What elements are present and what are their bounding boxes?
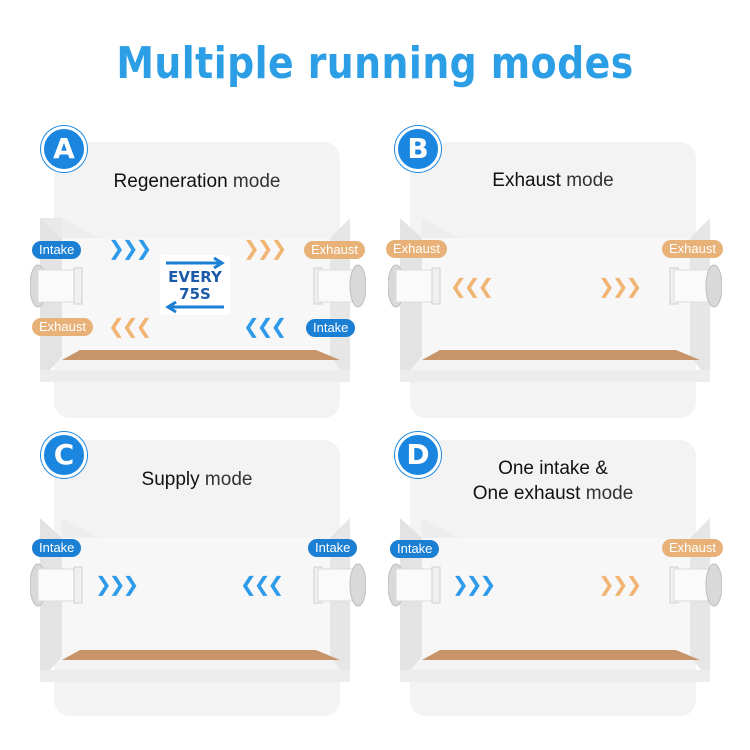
mode-title-c: Supply mode bbox=[54, 468, 340, 492]
mode-suffix: mode bbox=[227, 171, 281, 192]
badge-b: B bbox=[395, 126, 441, 172]
every-text: EVERY bbox=[168, 268, 223, 286]
badge-a: A bbox=[41, 126, 87, 172]
mode-suffix: mode bbox=[580, 483, 634, 504]
arrow-right-icon: ❯❯❯ bbox=[95, 572, 139, 596]
label-intake: Intake bbox=[308, 539, 358, 557]
arrow-left-icon: ❮❮❮ bbox=[450, 274, 494, 298]
label-intake: Intake bbox=[390, 540, 440, 558]
ventilator-right-icon bbox=[669, 264, 722, 308]
floor bbox=[62, 650, 340, 660]
floor bbox=[422, 350, 700, 360]
label-exhaust: Exhaust bbox=[662, 539, 723, 557]
badge-d: D bbox=[395, 432, 441, 478]
mode-suffix: mode bbox=[199, 469, 253, 490]
arrow-left-icon: ❮❮❮ bbox=[240, 572, 284, 596]
label-exhaust: Exhaust bbox=[304, 241, 365, 259]
room-c bbox=[40, 518, 350, 682]
cycle-timer-icon: EVERY 75S bbox=[160, 255, 230, 315]
arrow-left-icon: ❮❮❮ bbox=[108, 314, 152, 338]
arrow-right-icon: ❯❯❯ bbox=[108, 236, 152, 260]
mode-title-d-line1: One intake & bbox=[498, 458, 608, 479]
mode-title-a: Regeneration mode bbox=[54, 170, 340, 194]
ventilator-left-icon bbox=[30, 563, 83, 607]
label-exhaust: Exhaust bbox=[386, 240, 447, 258]
mode-title-d: One exhaust mode bbox=[410, 482, 696, 506]
badge-c: C bbox=[41, 432, 87, 478]
label-exhaust: Exhaust bbox=[662, 240, 723, 258]
label-exhaust: Exhaust bbox=[32, 318, 93, 336]
page-title: Multiple running modes bbox=[116, 38, 634, 89]
label-intake: Intake bbox=[32, 241, 82, 259]
arrow-right-icon: ❯❯❯ bbox=[598, 274, 642, 298]
mode-name: Regeneration bbox=[113, 171, 228, 192]
ventilator-right-icon bbox=[669, 563, 722, 607]
arrow-right-icon: ❯❯❯ bbox=[243, 236, 287, 260]
ventilator-right-icon bbox=[313, 563, 366, 607]
mode-name: One exhaust bbox=[472, 483, 581, 504]
mode-suffix: mode bbox=[560, 170, 614, 191]
interval-text: 75S bbox=[179, 285, 211, 303]
floor bbox=[62, 350, 340, 360]
label-intake: Intake bbox=[306, 319, 356, 337]
ventilator-left-icon bbox=[388, 264, 441, 308]
mode-name: Supply bbox=[141, 469, 200, 490]
floor bbox=[422, 650, 700, 660]
ventilator-right-icon bbox=[313, 264, 366, 308]
ventilator-left-icon bbox=[30, 264, 83, 308]
arrow-right-icon: ❯❯❯ bbox=[452, 572, 496, 596]
arrow-right-icon: ❯❯❯ bbox=[598, 572, 642, 596]
label-intake: Intake bbox=[32, 539, 82, 557]
mode-name: Exhaust bbox=[492, 170, 561, 191]
ventilator-left-icon bbox=[388, 563, 441, 607]
room-d bbox=[400, 518, 710, 682]
mode-title-b: Exhaust mode bbox=[410, 169, 696, 193]
arrow-left-icon: ❮❮❮ bbox=[243, 314, 287, 338]
